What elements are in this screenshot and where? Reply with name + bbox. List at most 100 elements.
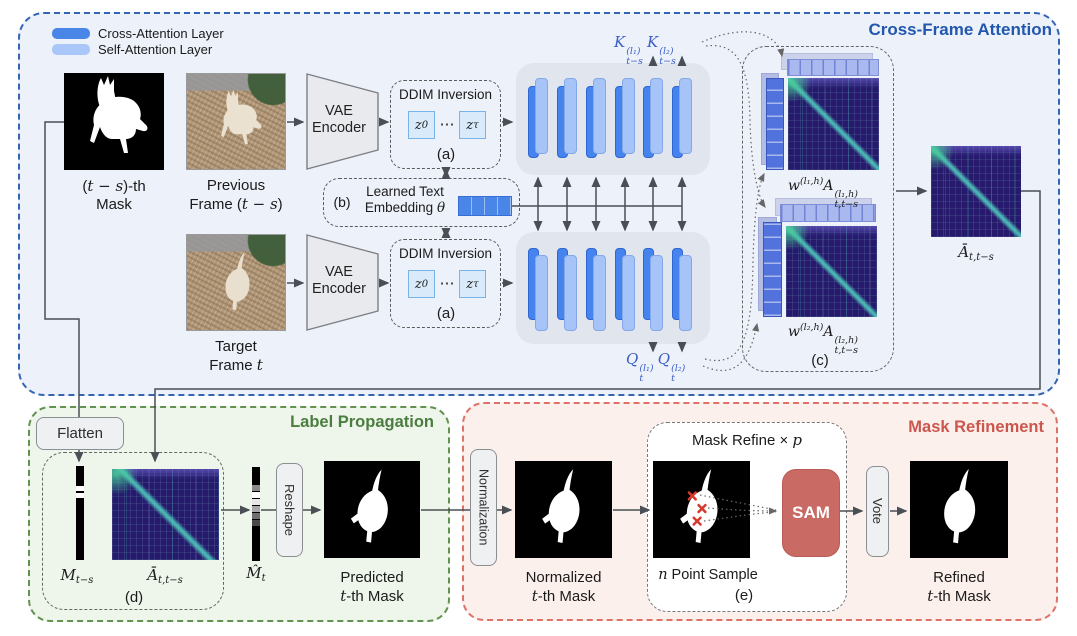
label-text: Frame — [209, 357, 257, 375]
vote-label: Vote — [870, 498, 885, 525]
unet-layer-pair — [615, 78, 636, 158]
unet-layer-pair — [586, 248, 607, 331]
label-text: Point Sample — [667, 567, 758, 583]
unet-layer-pair — [643, 78, 664, 158]
label-text: ) — [277, 196, 283, 214]
text-embedding-vector — [458, 196, 512, 216]
normalized-mask-image — [515, 461, 612, 558]
label-text: -th Mask — [346, 588, 404, 606]
normalization-label: Normalization — [476, 469, 491, 546]
flatten-label: Flatten — [57, 425, 103, 442]
point-sample-label: n Point Sample — [650, 567, 766, 585]
q2-label: Q(l₂)t — [657, 350, 686, 384]
predicted-mask-image — [324, 461, 420, 558]
k-labels: K(l₁)t−s K(l₂)t−s — [614, 33, 676, 66]
dots: ⋯ — [439, 275, 455, 292]
label-text: -th Mask — [933, 588, 991, 606]
attention-map-l1-label: w(l₁,h)A(l₁,h)t,t−s — [787, 176, 858, 210]
label-math: t — [531, 587, 538, 606]
label-math: t — [927, 587, 934, 606]
unet-layer-pair — [528, 78, 549, 158]
mask-vector-label: Mt−s — [60, 566, 94, 586]
predicted-mask-vector — [252, 467, 260, 561]
unet-layer-pair — [643, 248, 664, 331]
attention-matrix-d-label: Āt,t−s — [147, 566, 183, 586]
label-math: p — [792, 431, 803, 449]
vote-box: Vote — [866, 466, 889, 557]
previous-frame-label: Previous Frame (t − s) — [166, 177, 306, 215]
dog-silhouette — [350, 469, 388, 543]
ddim-bottom-title: DDIM Inversion — [398, 246, 493, 261]
normalized-mask-label: Normalized t-th Mask — [505, 569, 622, 607]
label-math: t − s — [87, 177, 124, 195]
z-symbol: z — [466, 117, 474, 133]
predicted-mask-label: Predicted t-th Mask — [316, 569, 428, 607]
k1-label: K(l₁)t−s — [614, 33, 643, 67]
tag-a-bottom: (a) — [436, 305, 456, 322]
label-text: Mask Refine × — [691, 432, 793, 449]
z-symbol: z — [414, 276, 422, 292]
vae-encoder-top-label: VAE Encoder — [306, 103, 372, 138]
q1-label: Q(l₁)t — [626, 350, 654, 384]
dog-silhouette — [542, 469, 580, 543]
label-text: Target — [215, 338, 257, 355]
ddim-top-title: DDIM Inversion — [398, 87, 493, 102]
text-embedding-label: Learned Text Embedding θ — [352, 184, 458, 217]
dog-photo-shape — [225, 252, 250, 311]
legend-label: Self-Attention Layer — [98, 41, 213, 57]
label-text: VAE — [325, 103, 353, 119]
refined-mask-image — [910, 461, 1008, 558]
mask-vector — [76, 466, 84, 560]
key-vector-l1 — [787, 59, 879, 76]
reshape-box: Reshape — [276, 463, 303, 557]
previous-mask-image — [64, 73, 164, 170]
tag-a-top: (a) — [436, 146, 456, 163]
label-text: ( — [82, 178, 88, 195]
label-math: t − s — [241, 195, 278, 214]
z-symbol: z — [466, 276, 474, 292]
predicted-vector-label: M̂t — [246, 564, 266, 584]
tag-e: (e) — [734, 587, 754, 604]
dog-silhouette — [90, 76, 148, 153]
label-text: Predicted — [340, 569, 404, 586]
tag-d: (d) — [124, 589, 144, 606]
legend-row-cross-attention: Cross-Attention Layer — [52, 25, 224, 41]
z-subscript: τ — [473, 119, 479, 131]
label-math: t — [256, 356, 263, 375]
dog-silhouette — [944, 468, 976, 544]
previous-mask-label: (t − s)-th Mask — [64, 177, 164, 215]
sam-label: SAM — [792, 503, 830, 522]
k2-label: K(l₂)t−s — [647, 33, 676, 67]
attention-map-l2 — [786, 226, 877, 317]
attention-matrix-d — [112, 469, 219, 560]
label-math: n — [658, 567, 668, 583]
averaged-attention-map — [931, 146, 1021, 237]
dog-photo-shape — [221, 89, 262, 145]
previous-frame-photo — [186, 73, 286, 170]
z-symbol: z — [414, 117, 422, 133]
target-frame-photo — [186, 234, 286, 331]
query-vector-l2 — [763, 222, 782, 317]
flatten-box: Flatten — [36, 417, 124, 450]
refined-mask-label: Refined t-th Mask — [905, 569, 1013, 607]
unet-layer-pair — [672, 248, 693, 331]
label-text: Mask — [96, 196, 132, 214]
tag-c: (c) — [811, 352, 829, 369]
point-sample-mask-image — [653, 461, 750, 558]
unet-layer-pair — [528, 248, 549, 331]
label-text: Encoder — [311, 281, 366, 298]
theta-symbol: θ — [436, 200, 446, 217]
mask-refine-title: Mask Refine × p — [662, 431, 832, 450]
sam-model-box: SAM — [782, 469, 840, 557]
legend-label: Cross-Attention Layer — [98, 25, 224, 41]
unet-layer-pair — [615, 248, 636, 331]
label-text: Normalized — [525, 569, 602, 586]
mask-refinement-title: Mask Refinement — [908, 418, 1044, 436]
unet-layer-pair — [586, 78, 607, 158]
attention-map-l1 — [788, 78, 879, 170]
label-math: t — [340, 587, 347, 606]
